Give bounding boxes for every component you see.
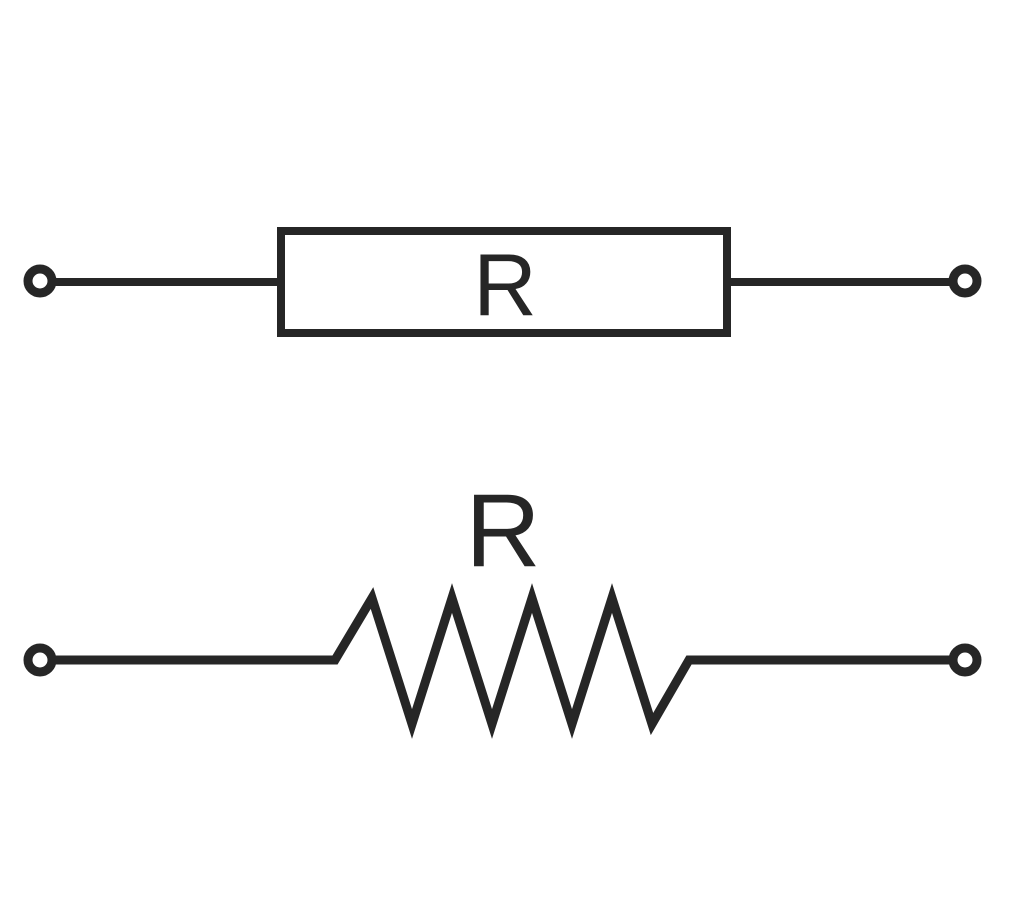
resistor-box (277, 227, 731, 337)
zigzag-resistor-right-terminal-node (948, 643, 982, 677)
box-resistor-right-terminal-node (948, 264, 982, 298)
zigzag-resistor-label: R (465, 473, 540, 589)
zigzag-resistor-wire (52, 583, 953, 739)
zigzag-resistor-left-terminal-node (23, 643, 57, 677)
box-resistor-label: R (473, 235, 537, 334)
box-resistor-left-terminal-node (23, 264, 57, 298)
box-resistor-symbol: R (23, 227, 982, 337)
zigzag-resistor-symbol: R (23, 473, 982, 739)
